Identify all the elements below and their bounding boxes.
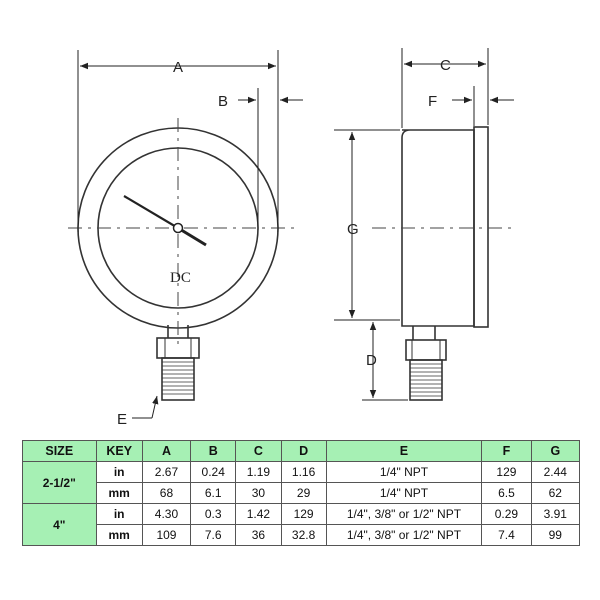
- table-cell: 62: [530, 482, 581, 504]
- table-cell: 29: [280, 482, 327, 504]
- table-cell: 1/4" NPT: [325, 482, 483, 504]
- header-g: G: [530, 440, 581, 462]
- gauge-dimension-drawing: DC A B E C F: [68, 48, 514, 428]
- table-cell: 1/4", 3/8" or 1/2" NPT: [325, 524, 483, 546]
- dimension-d: [362, 322, 408, 401]
- dial-mark: DC: [170, 270, 191, 286]
- header-d: D: [280, 440, 327, 462]
- gauge-stem-neck: [167, 325, 189, 338]
- table-cell: 68: [141, 482, 192, 504]
- header-a: A: [141, 440, 192, 462]
- table-cell: 6.5: [481, 482, 532, 504]
- table-cell: 2.44: [530, 461, 581, 483]
- front-centerlines: [68, 118, 298, 345]
- table-cell: 0.3: [190, 503, 237, 525]
- table-cell: 0.29: [481, 503, 532, 525]
- table-cell: 129: [481, 461, 532, 483]
- table-cell: 36: [235, 524, 282, 546]
- table-cell: 109: [141, 524, 192, 546]
- key-cell: in: [95, 461, 143, 483]
- header-b: B: [190, 440, 237, 462]
- table-row: mm 68 6.1 30 29 1/4" NPT 6.5 62: [23, 482, 581, 504]
- table-row: 2-1/2" in 2.67 0.24 1.19 1.16 1/4" NPT 1…: [22, 461, 581, 504]
- dimension-g: [334, 129, 400, 321]
- table-row: 4" in 4.30 0.3 1.42 129 1/4", 3/8" or 1/…: [22, 503, 581, 546]
- table-cell: 30: [235, 482, 282, 504]
- label-f: F: [428, 93, 437, 110]
- key-cell: mm: [95, 482, 143, 504]
- table-cell: 1.19: [235, 461, 282, 483]
- side-view: [401, 126, 489, 401]
- table-cell: 99: [530, 524, 581, 546]
- table-cell: 129: [280, 503, 327, 525]
- label-a: A: [173, 59, 183, 76]
- header-size: SIZE: [22, 440, 97, 462]
- dimension-f: [452, 86, 514, 126]
- table-cell: 3.91: [530, 503, 581, 525]
- dimension-spec-table: SIZE KEY A B C D E F G 2-1/2" in 2.67 0.…: [22, 440, 581, 546]
- header-key: KEY: [95, 440, 143, 462]
- dimension-a: [77, 50, 279, 232]
- label-d: D: [366, 352, 377, 369]
- table-cell: 1.42: [235, 503, 282, 525]
- key-cell: in: [95, 503, 143, 525]
- header-e: E: [325, 440, 483, 462]
- dimension-e: [132, 395, 159, 419]
- label-b: B: [218, 93, 228, 110]
- table-cell: 1.16: [280, 461, 327, 483]
- header-c: C: [235, 440, 282, 462]
- size-cell: 4": [22, 503, 97, 546]
- table-cell: 7.4: [481, 524, 532, 546]
- table-cell: 7.6: [190, 524, 237, 546]
- dimension-c: [401, 48, 489, 128]
- gauge-flange: [473, 126, 489, 328]
- header-f: F: [481, 440, 532, 462]
- table-cell: 2.67: [141, 461, 192, 483]
- label-g: G: [347, 221, 359, 238]
- table-cell: 32.8: [280, 524, 327, 546]
- size-cell: 2-1/2": [22, 461, 97, 504]
- dimension-b: [238, 88, 303, 230]
- gauge-case-side: [401, 129, 475, 327]
- key-cell: mm: [95, 524, 143, 546]
- side-thread-lines: [410, 363, 442, 397]
- label-e: E: [117, 411, 127, 428]
- side-stem-neck: [412, 326, 436, 340]
- table-cell: 1/4", 3/8" or 1/2" NPT: [325, 503, 483, 525]
- table-cell: 4.30: [141, 503, 192, 525]
- table-header-row: SIZE KEY A B C D E F G: [22, 440, 581, 462]
- label-c: C: [440, 57, 451, 74]
- table-cell: 0.24: [190, 461, 237, 483]
- gauge-thread: [161, 357, 195, 401]
- gauge-needle: [123, 195, 207, 247]
- table-cell: 6.1: [190, 482, 237, 504]
- table-cell: 1/4" NPT: [325, 461, 483, 483]
- thread-lines: [162, 361, 194, 395]
- table-row: mm 109 7.6 36 32.8 1/4", 3/8" or 1/2" NP…: [23, 524, 581, 546]
